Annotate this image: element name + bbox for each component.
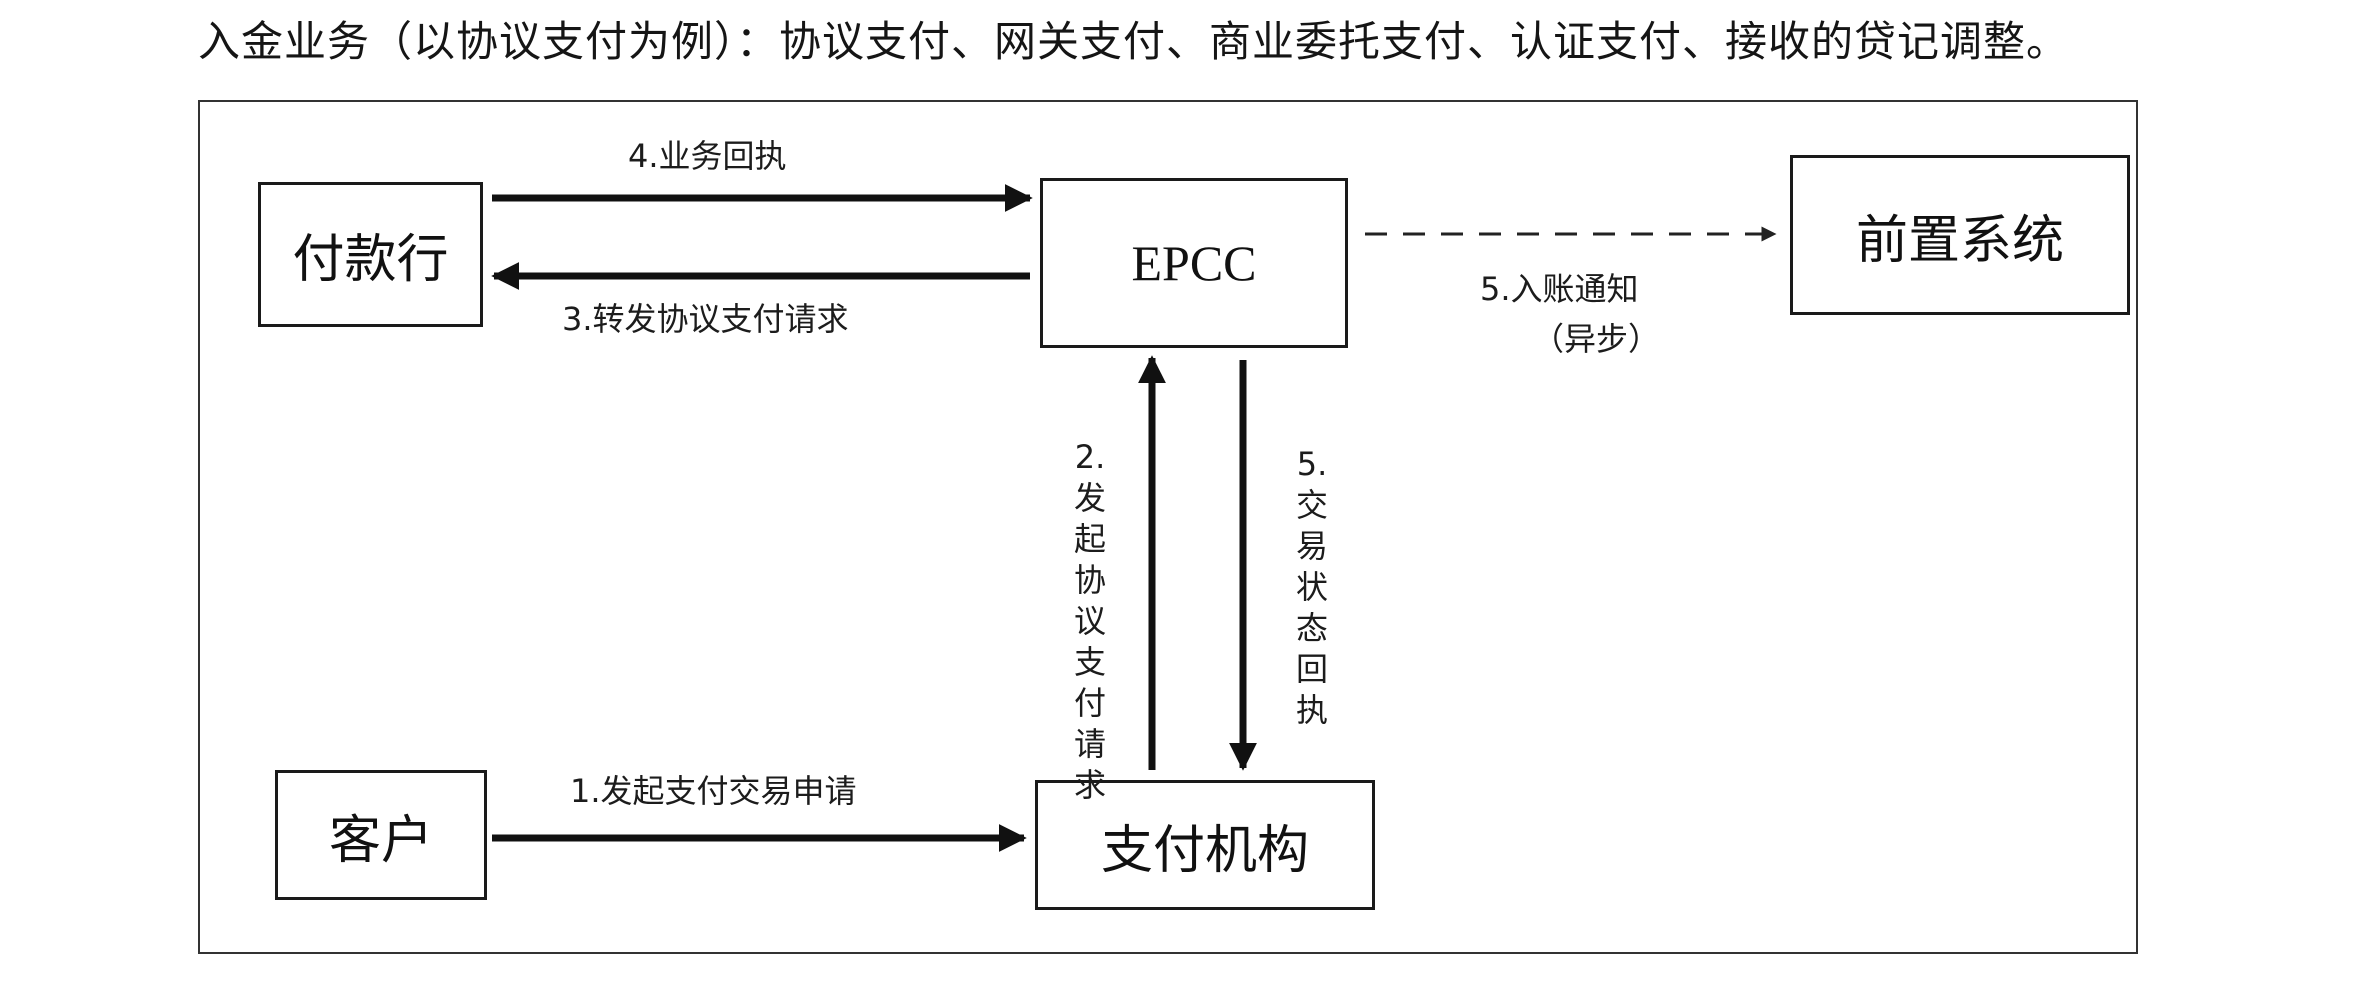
edge-label-step3: 3.转发协议支付请求: [562, 300, 849, 338]
node-epcc: EPCC: [1040, 178, 1348, 348]
edge-label-step2-line: 2.: [1074, 438, 1106, 476]
node-payer-bank: 付款行: [258, 182, 483, 327]
diagram-frame: [198, 100, 2138, 954]
edge-label-step2-line: 发起: [1073, 479, 1106, 558]
edge-label-step2: 2. 发起 协议 支付 请求: [1060, 437, 1120, 806]
node-customer: 客户: [275, 770, 487, 900]
page-heading: 入金业务（以协议支付为例）：协议支付、网关支付、商业委托支付、认证支付、接收的贷…: [198, 17, 2070, 66]
edge-label-step5-async: （异步）: [1532, 320, 1661, 358]
edge-label-step1: 1.发起支付交易申请: [570, 772, 857, 810]
edge-label-step2-line: 请求: [1073, 725, 1106, 804]
edge-label-step2-line: 支付: [1073, 643, 1106, 722]
node-epcc-label: EPCC: [1131, 235, 1257, 291]
node-front-system: 前置系统: [1790, 155, 2130, 315]
node-customer-label: 客户: [328, 810, 433, 871]
edge-label-step5-status-line: 回执: [1295, 650, 1328, 729]
node-payer-bank-label: 付款行: [292, 230, 449, 290]
node-payment-institution-label: 支付机构: [1100, 820, 1309, 881]
edge-label-step5-status-line: 状态: [1295, 568, 1328, 647]
edge-label-step5-status-line: 5.: [1296, 445, 1328, 483]
node-front-system-label: 前置系统: [1855, 210, 2064, 271]
edge-label-step5-status: 5. 交易 状态 回执: [1282, 444, 1342, 731]
edge-label-step5-notice: 5.入账通知: [1480, 270, 1639, 308]
edge-label-step5-status-line: 交易: [1295, 486, 1328, 565]
edge-label-step2-line: 协议: [1073, 561, 1106, 640]
node-payment-institution: 支付机构: [1035, 780, 1375, 910]
edge-label-step4: 4.业务回执: [628, 137, 787, 175]
